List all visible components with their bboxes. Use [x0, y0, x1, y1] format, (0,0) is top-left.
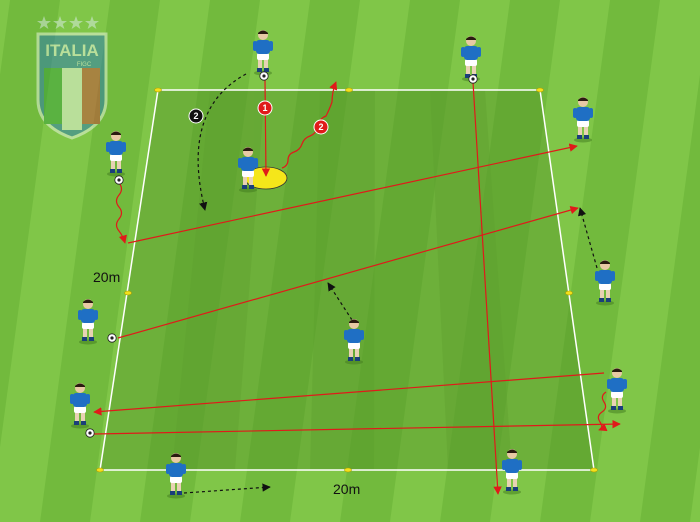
- ball-icon: [259, 71, 269, 81]
- cone-icon: [96, 467, 104, 473]
- svg-text:FIGC: FIGC: [77, 62, 92, 68]
- star-icon: [37, 16, 99, 29]
- cone-icon: [344, 467, 352, 473]
- cone-icon: [154, 87, 162, 93]
- svg-text:2: 2: [318, 122, 323, 132]
- ball-icon: [468, 74, 478, 84]
- ball-icon: [85, 428, 95, 438]
- ball-icon: [107, 333, 117, 343]
- cone-icon: [590, 467, 598, 473]
- marker-red-2: 2: [313, 119, 329, 135]
- cone-icon: [565, 290, 573, 296]
- dribble-lines: [115, 81, 608, 432]
- svg-text:ITALIA: ITALIA: [45, 41, 99, 60]
- cone-icon: [345, 87, 353, 93]
- run-lines: [183, 73, 598, 494]
- marker-black-2: 2: [188, 108, 204, 124]
- pass-lines: [93, 79, 621, 495]
- side-length-label: 20m: [93, 269, 120, 285]
- ball-icon: [114, 175, 124, 185]
- cone-icon: [536, 87, 544, 93]
- cone-icon: [124, 290, 132, 296]
- training-area: [99, 89, 595, 471]
- marker-red-1: 1: [257, 100, 273, 116]
- svg-text:1: 1: [262, 103, 267, 113]
- shield-logo-icon: ITALIA FIGC: [36, 16, 108, 140]
- bottom-length-label: 20m: [333, 481, 360, 497]
- svg-text:2: 2: [193, 111, 198, 121]
